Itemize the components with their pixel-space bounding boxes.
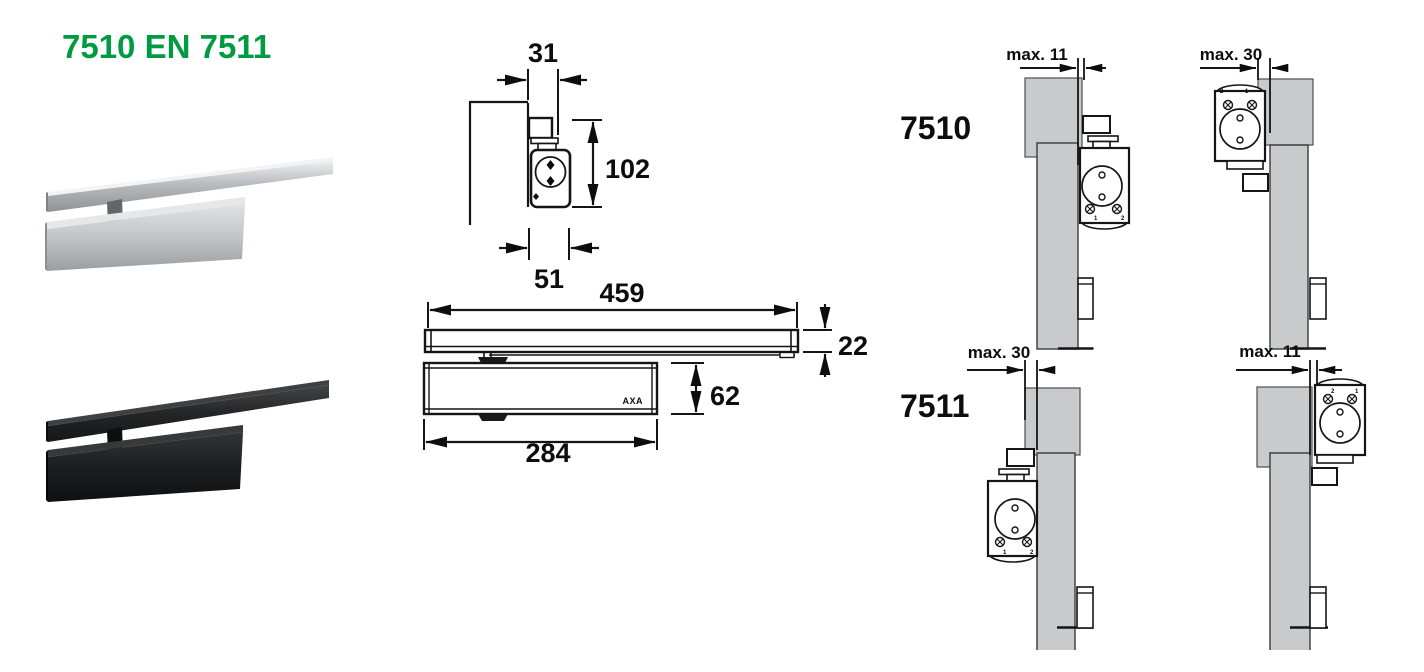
screw-label: 1: [1003, 550, 1007, 556]
screw-label: 2: [1121, 216, 1125, 222]
max-dim-label: max. 30: [968, 343, 1030, 362]
dim-102-label: 102: [605, 154, 650, 184]
dimension-drawing: 31 102 51: [422, 38, 868, 468]
dim-284-label: 284: [525, 438, 570, 468]
max-dim-label: max. 11: [1006, 45, 1067, 64]
screw-label: 1: [1245, 89, 1249, 95]
dim-22-label: 22: [838, 331, 868, 361]
frame-block: [1257, 78, 1314, 146]
model-7510-label: 7510: [900, 110, 971, 146]
diagram-7511-right: 2 1 max. 11: [1236, 342, 1367, 650]
dim-459-label: 459: [599, 278, 644, 308]
dim-62-label: 62: [710, 381, 740, 411]
product-photo-black: [46, 380, 329, 502]
door-leaf: [1269, 452, 1311, 650]
closer-body-silver: [45, 197, 245, 271]
side-view: [468, 69, 602, 260]
closer-body-black: [46, 425, 243, 502]
door-leaf: [1036, 452, 1076, 650]
hinge: [1077, 277, 1094, 320]
hinge: [1309, 586, 1327, 629]
product-photo-silver: [45, 157, 333, 271]
screw-label: 1: [1355, 389, 1359, 395]
diagram-7510-right: 2 1 max. 30: [1200, 45, 1327, 350]
axa-logo: AXA: [622, 396, 643, 406]
diagram-7510-left: 1 2 max. 11: [1006, 45, 1131, 350]
page-title: 7510 EN 7511: [62, 28, 272, 65]
screw-label: 2: [1331, 389, 1335, 395]
door-leaf: [1269, 144, 1309, 350]
diagram-7511-left: 1 2 max. 30: [967, 343, 1094, 650]
slide-rail-silver: [46, 157, 333, 212]
dim-51-label: 51: [534, 264, 564, 294]
installation-diagrams: 7510 7511 1 2 max. 11: [900, 45, 1367, 650]
door-leaf: [1036, 142, 1079, 350]
screw-label: 2: [1030, 550, 1034, 556]
screw-label: 1: [1094, 216, 1098, 222]
frame-block: [1024, 387, 1081, 456]
hinge: [1309, 277, 1327, 320]
dim-31-label: 31: [528, 38, 558, 68]
front-view: [422, 302, 832, 450]
max-dim-label: max. 30: [1200, 45, 1262, 64]
screw-label: 2: [1220, 89, 1224, 95]
hinge: [1076, 586, 1094, 629]
model-7511-label: 7511: [900, 388, 969, 424]
max-dim-label: max. 11: [1239, 342, 1300, 361]
